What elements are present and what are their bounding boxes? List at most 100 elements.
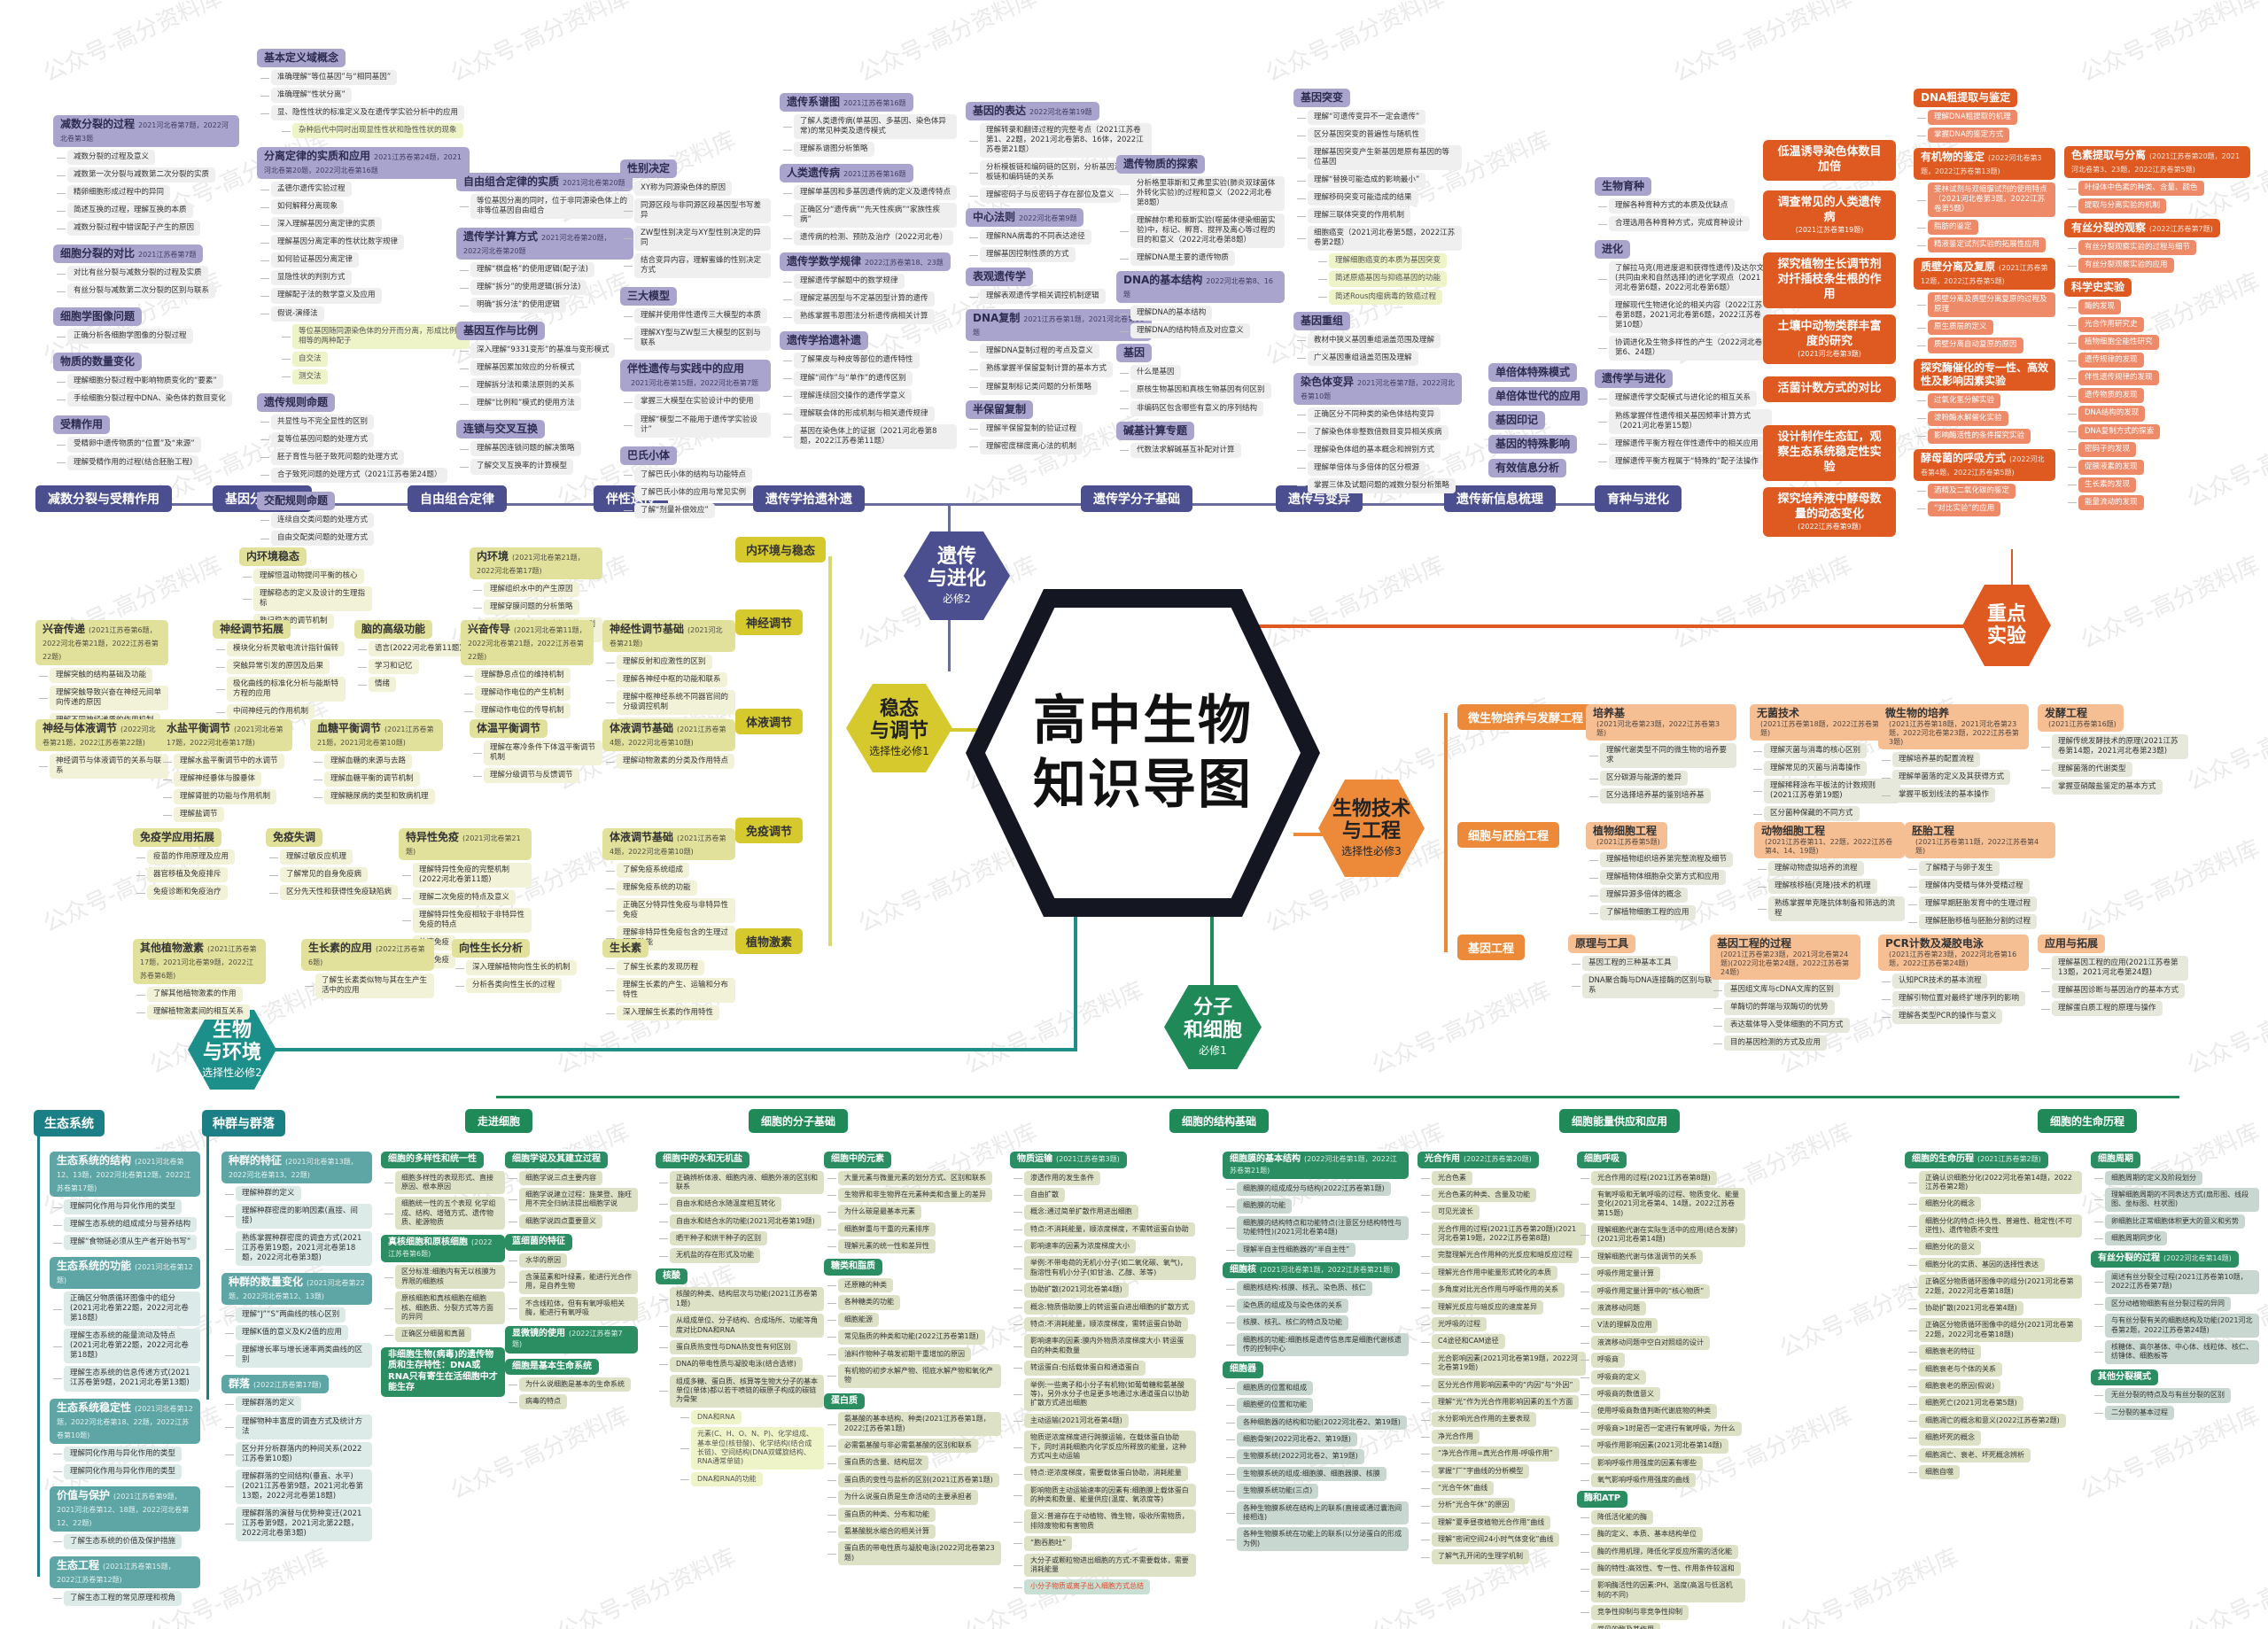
topic-item[interactable]: 常见的酶及其作用 [1591, 1622, 1660, 1629]
hub-homeostasis[interactable]: 稳态 与调节 选择性必修1 [846, 684, 952, 772]
topic-item[interactable]: 各种细胞器的结构和功能(2022河北卷2、第19题) [1226, 1415, 1407, 1431]
topic-heading[interactable]: 交配规则命题 [257, 491, 336, 510]
topic-item[interactable]: 熟练掌握种群密度的调查方式(2021江苏卷第19题，2021河北卷第18题，20… [225, 1231, 372, 1267]
topic-item[interactable]: 使用呼吸商数值判断代谢底物的种类 [1581, 1404, 1717, 1419]
topic-item[interactable]: 理解光反应与暗反应的速度差异 [1421, 1299, 1543, 1315]
topic-item[interactable]: 理解DNA是主要的遗传物质 [1120, 251, 1235, 267]
topic-item[interactable]: 代数法求解碱基互补配对计算 [1120, 442, 1241, 458]
homeostasis-main-topic[interactable]: 内环境与稳态 [735, 537, 827, 562]
topic-item[interactable]: 掌握平板划线法的基本操作 [1881, 787, 1996, 803]
topic-heading[interactable]: 群落(2022江苏卷第17题) [221, 1375, 329, 1394]
topic-item[interactable]: 理解胚胎移植与胚胎分割的过程 [1907, 914, 2038, 930]
topic-item[interactable]: 熟练掌握韦恩图法分析遗传病相关计算 [783, 309, 935, 325]
topic-heading[interactable]: 价值与保护(2021江苏卷第9题，2021河北卷第12、18题，2022河北卷第… [50, 1485, 200, 1532]
topic-item[interactable]: 深入理解植物向性生长的机制 [455, 960, 577, 976]
topic-heading[interactable]: 细胞的生命历程(2021江苏卷第2题) [1905, 1152, 2048, 1168]
topic-item[interactable]: 了解“剂量补偿效应” [624, 502, 715, 518]
topic-heading[interactable]: 遗传物质的探索 [1116, 155, 1206, 174]
topic-item[interactable]: 大分子或颗粒物进出细胞的方式:不需要载体，需要消耗能量 [1014, 1553, 1196, 1578]
topic-heading[interactable]: PCR计数及凝胶电泳(2021江苏卷第23题，2022河北卷第16题，2022江… [1878, 935, 2029, 971]
topic-item[interactable]: 理解受精作用的过程(结合胚胎工程) [56, 454, 199, 470]
topic-heading[interactable]: 基因 [1116, 344, 1153, 363]
topic-item[interactable]: 核酸的种类、结构层次与功能(2021江苏卷第1题) [659, 1287, 824, 1312]
topic-heading[interactable]: 蓝细菌的特征 [505, 1234, 572, 1251]
topic-heading[interactable]: 基因工程的过程(2021江苏卷第23题，2021河北卷第24题)(2022河北卷… [1710, 935, 1860, 980]
topic-item[interactable]: 光合作用的过程(2021江苏卷第20题)(2021河北卷第19题，2022江苏卷… [1421, 1222, 1586, 1246]
homeostasis-main-topic[interactable]: 免疫调节 [735, 818, 804, 843]
topic-item[interactable]: 了解生态工程的常见原理和视角 [52, 1590, 183, 1606]
topic-item[interactable]: 理解物种丰富度的调查方式及统计方法 [225, 1414, 372, 1439]
topic-item[interactable]: 理解赫尔希和蔡斯实验(噬菌体侵染细菌实验)中，标记、孵育、搅拌及离心等过程的目的… [1120, 213, 1285, 249]
topic-item[interactable]: 理解遗传平衡方程属于“特殊的”配子法操作 [1598, 454, 1765, 469]
topic-item[interactable]: 理解菌落的代谢类型 [2041, 762, 2132, 778]
topic-item[interactable]: 理解单倍体与多倍体的区分根源 [1296, 460, 1426, 476]
topic-item[interactable]: XY称为同源染色体的原因 [623, 181, 733, 197]
topic-item[interactable]: 影响酶活性的因素:PH、温度(高温与低温机制的不同) [1581, 1579, 1745, 1603]
topic-item[interactable]: 无丝分裂的特点及与有丝分裂的区别 [2094, 1388, 2231, 1403]
topic-item[interactable]: 正确区分细菌和真菌 [384, 1327, 471, 1342]
topic-item[interactable]: 理解反射和应激性的区别 [606, 655, 712, 671]
topic-item[interactable]: 显、隐性性状的标准定义及在遗传学实验分析中的应用 [260, 105, 465, 121]
topic-item[interactable]: 各种生物膜系统在结构上的联系(直接或通过囊泡间接相连) [1226, 1501, 1409, 1525]
topic-item[interactable]: 正确区分不同种类的染色体结构变异 [1296, 407, 1441, 423]
environment-main-topic[interactable]: 种群与群落 [202, 1110, 285, 1136]
topic-item[interactable]: 遗传病的检测、预防及治疗（2022河北卷） [782, 230, 954, 246]
topic-item[interactable]: 协助扩散(2021河北卷第4题) [1014, 1283, 1129, 1298]
topic-item[interactable]: 理解植物组织培养第完整流程及细节 [1588, 852, 1734, 868]
topic-item[interactable]: 广义基因重组涵盖范围及理解 [1297, 350, 1418, 366]
topic-item[interactable]: 区分并分析群落内的种间关系(2022江苏卷第10题) [225, 1441, 372, 1467]
topic-item[interactable]: 油料作物种子萌发初期干重增加的原因 [827, 1346, 971, 1361]
topic-item[interactable]: 酶的定义、本质、基本结构单位 [1581, 1527, 1703, 1542]
topic-item[interactable]: 区分光合作用影响因素中的“内因”与“外因” [1421, 1377, 1580, 1392]
topic-heading[interactable]: 物质的数量变化 [53, 353, 143, 372]
topic-item[interactable]: 理解中枢神经系统不同器官间的分级调控机制 [606, 690, 735, 716]
topic-item[interactable]: 生物膜系统(2022河北卷2、第19题) [1226, 1449, 1364, 1464]
topic-item[interactable]: 了解植物细胞工程的应用 [1589, 905, 1696, 921]
topic-item[interactable]: 了解其他植物激素的作用 [136, 987, 243, 1003]
topic-item[interactable]: 如何解释分离现象 [260, 199, 345, 215]
topic-item[interactable]: 理解生态系统的能量流动及特点(2021河北卷第22题，2022河北卷第18题) [53, 1329, 200, 1364]
topic-item[interactable]: DNA聚合酶与DNA连接酶的区别与联系 [1572, 974, 1719, 999]
topic-item[interactable]: 蛋白质的种类、分布和功能 [827, 1507, 936, 1522]
topic-item[interactable]: 淀粉酶水解催化实验 [1917, 410, 2008, 426]
topic-item[interactable]: 含藻蓝素和叶绿素，能进行光合作用，是自养生物 [509, 1269, 638, 1294]
topic-item[interactable]: 掌握“厂”字曲线的分析模型 [1420, 1463, 1530, 1478]
topic-item[interactable]: 光合影响因素(2021河北卷第19题，2022河北卷第19题) [1421, 1351, 1586, 1376]
topic-item[interactable]: 理解水盐平衡调节中的水调节 [163, 754, 284, 770]
topic-item[interactable]: 细胞学说三点主要内容 [509, 1170, 602, 1185]
topic-item[interactable]: 理解二次免疫的特点及意义 [401, 890, 517, 906]
topic-item[interactable]: 受精卵中遗传物质的“位置”及“来源” [57, 437, 201, 453]
topic-item[interactable]: 了解人类遗传病(单基因、多基因、染色体异常)的常见种类及遗传模式 [783, 114, 957, 140]
hub-environment[interactable]: 生物 与环境 选择性必修2 [188, 1010, 276, 1090]
topic-heading[interactable]: 科学史实验 [2064, 278, 2132, 298]
topic-item[interactable]: 理解核移植(克隆)技术的机理 [1758, 879, 1877, 895]
topic-heading[interactable]: 细胞中的元素 [824, 1152, 891, 1168]
topic-item[interactable]: 理解基因工程的应用(2021江苏卷第13题，2021河北卷第24题) [2041, 956, 2188, 981]
topic-heading[interactable]: 发酵工程(2021江苏卷第16题) [2038, 704, 2124, 732]
topic-item[interactable]: 正确区分特异性免疫与非特异性免疫 [606, 898, 735, 924]
experiment-item[interactable]: 探究植物生长调节剂对扦插枝条生根的作用 [1763, 252, 1896, 308]
topic-heading[interactable]: 遗传学与进化 [1595, 369, 1674, 389]
topic-heading[interactable]: 内环境(2021河北卷第21题，2022河北卷第17题) [470, 547, 602, 579]
topic-item[interactable]: 减数第一次分裂与减数第二次分裂的实质 [56, 167, 216, 183]
topic-heading[interactable]: 向性生长分析 [452, 939, 531, 958]
topic-item[interactable]: 器官移植及免疫排斥 [136, 867, 228, 883]
topic-item[interactable]: 了解交叉互换率的计算模型 [459, 459, 574, 475]
topic-item[interactable]: 了解免疫系统组成 [605, 863, 690, 879]
topic-heading[interactable]: 遗传学拾遗补遗 [780, 331, 869, 351]
topic-item[interactable]: 基因组文库与cDNA文库的区别 [1713, 982, 1840, 998]
topic-item[interactable]: 细胞坏死的概念 [1908, 1431, 1981, 1446]
topic-heading[interactable]: 兴奋传递(2021江苏卷第6题，2022河北卷第21题，2022江苏卷第22题) [35, 620, 168, 665]
topic-item[interactable]: 合子致死问题的处理方式（2021江苏卷第24题） [260, 467, 448, 483]
topic-item[interactable]: DNA复制方式的探索 [2067, 423, 2161, 439]
topic-item[interactable]: 理解“替换可能造成的影响最小” [1296, 173, 1426, 189]
topic-item[interactable]: 理解稳态的定义及设计的生理指标 [243, 586, 372, 612]
topic-item[interactable]: 单酶切的弊端与双酶切的优势 [1713, 1000, 1835, 1016]
topic-item[interactable]: 理解元素的统一性和差异性 [827, 1239, 936, 1254]
new-info-item[interactable]: 基因印记 [1488, 411, 1546, 430]
topic-item[interactable]: 理解盐调节 [163, 807, 224, 823]
topic-item[interactable]: 理解细胞代谢在实际生活中的应用(结合发酵)(2021河北卷第14题) [1581, 1223, 1745, 1247]
topic-heading[interactable]: 进化 [1595, 240, 1631, 260]
